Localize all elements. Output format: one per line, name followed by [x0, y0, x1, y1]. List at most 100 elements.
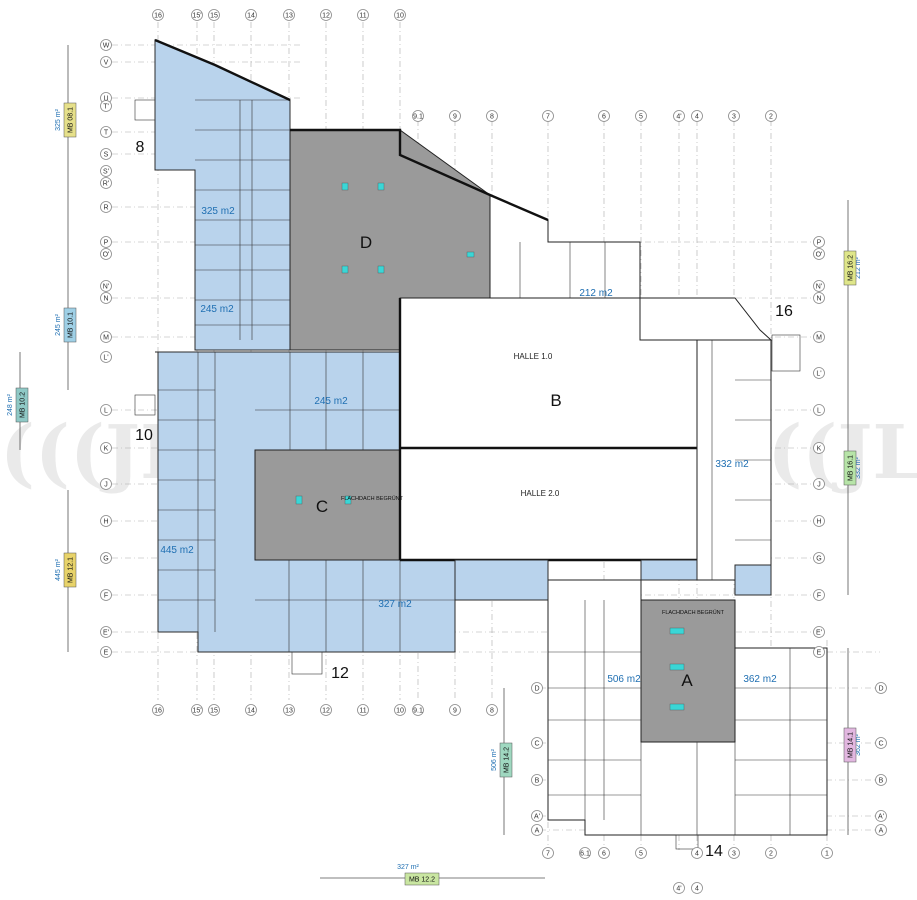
- grid-axis-label: 10: [396, 12, 404, 19]
- grid-axis-bubble: [100, 56, 112, 68]
- grid-axis-bubble: [100, 165, 112, 177]
- grid-axis-label: C: [534, 740, 539, 747]
- grid-axis-bubble: [394, 704, 406, 716]
- grid-axis-bubble: [100, 552, 112, 564]
- grid-axis-label: 1: [825, 850, 829, 857]
- grid-axis-label: G: [816, 555, 821, 562]
- grid-axis-label: 4: [695, 113, 699, 120]
- grid-axis-bubble: [100, 148, 112, 160]
- grid-axis-label: K: [817, 445, 822, 452]
- grid-axis-label: 15': [192, 12, 201, 19]
- grid-axis-label: 8: [490, 707, 494, 714]
- mb-tag: MB 12.2: [409, 877, 435, 884]
- grid-axis-label: E: [104, 649, 109, 656]
- building-left-wing: [134, 39, 549, 675]
- mb-tag: MB 10.2: [20, 392, 27, 418]
- skylights: [295, 182, 685, 711]
- grid-axis-label: N: [816, 295, 821, 302]
- entrance-10: 10: [135, 427, 153, 444]
- section-b-label: B: [550, 391, 561, 410]
- grid-axis-bubble: [598, 110, 610, 122]
- grid-axis-label: U: [103, 95, 108, 102]
- grid-axis-bubble: [813, 626, 825, 638]
- hall-2-label: HALLE 2.0: [521, 489, 560, 498]
- grid-axis-label: 2: [769, 113, 773, 120]
- grid-axis-label: T': [103, 103, 109, 110]
- grid-axis-label: 10: [396, 707, 404, 714]
- grid-axis-label: 7: [546, 850, 550, 857]
- grid-axis-bubble: [531, 824, 543, 836]
- grid-axis-bubble: [813, 404, 825, 416]
- grid-axis-bubble: [208, 9, 220, 21]
- grid-axis-bubble: [598, 847, 610, 859]
- grid-axis-bubble: [100, 39, 112, 51]
- grid-axis-bubble: [208, 704, 220, 716]
- area-label: 245 m2: [314, 396, 348, 407]
- section-a-label: A: [681, 671, 693, 690]
- grid-axis-bubble: [283, 704, 295, 716]
- grid-axis-label: J: [817, 481, 821, 488]
- grid-axis-label: P: [817, 239, 822, 246]
- grid-axis-bubble: [765, 110, 777, 122]
- grid-axis-bubble: [875, 774, 887, 786]
- grid-axis-label: L': [816, 370, 821, 377]
- grid-axis-bubble: [813, 442, 825, 454]
- grid-axis-label: 5: [639, 850, 643, 857]
- grid-axis-label: L': [103, 354, 108, 361]
- grid-axis-bubble: [100, 442, 112, 454]
- grid-axis-bubble: [357, 9, 369, 21]
- grid-axis-bubble: [728, 847, 740, 859]
- grid-axis-bubble: [875, 737, 887, 749]
- grid-axis-bubble: [100, 177, 112, 189]
- grid-axis-bubble: [531, 682, 543, 694]
- grid-axis-label: E': [816, 629, 822, 636]
- entrance-8: 8: [136, 139, 145, 156]
- dim-362: 362 m²: [855, 733, 862, 755]
- grid-axis-bubble: [821, 847, 833, 859]
- grid-axis-label: C: [878, 740, 883, 747]
- dim-506: 506 m²: [491, 748, 498, 770]
- roof-note-a: FLACHDACH BEGRÜNT: [662, 609, 725, 616]
- dim-332: 332 m²: [855, 456, 862, 478]
- grid-axis-label: H: [816, 518, 821, 525]
- area-label: 362 m2: [743, 674, 777, 685]
- grid-axis-label: R': [103, 180, 109, 187]
- grid-axis-label: E': [103, 629, 109, 636]
- mb-tag: MB 12.1: [68, 557, 75, 583]
- grid-axis-label: 13: [285, 707, 293, 714]
- grid-axis-label: N': [816, 283, 822, 290]
- dim-212: 212 m²: [855, 256, 862, 278]
- grid-axis-bubble: [813, 589, 825, 601]
- grid-axis-label: 4': [676, 113, 681, 120]
- grid-axis-bubble: [100, 646, 112, 658]
- grid-axis-bubble: [542, 110, 554, 122]
- grid-axis-label: 4': [676, 885, 681, 892]
- grid-axis-label: 5: [639, 113, 643, 120]
- grid-axis-bubble: [152, 9, 164, 21]
- grid-axis-label: 7: [546, 113, 550, 120]
- grid-axis-bubble: [191, 704, 203, 716]
- grid-axis-bubble: [100, 248, 112, 260]
- grid-axis-label: 15': [192, 707, 201, 714]
- grid-axis-bubble: [449, 704, 461, 716]
- grid-axis-bubble: [100, 351, 112, 363]
- grid-axis-bubble: [486, 704, 498, 716]
- grid-axis-label: H: [103, 518, 108, 525]
- grid-axis-label: 12: [322, 12, 330, 19]
- grid-axis-label: T: [104, 129, 109, 136]
- grid-axis-label: K: [104, 445, 109, 452]
- grid-axis-bubble: [394, 9, 406, 21]
- section-d-label: D: [360, 233, 372, 252]
- grid-axis-label: A': [534, 813, 540, 820]
- grid-axis-bubble: [152, 704, 164, 716]
- grid-axis-bubble: [412, 110, 424, 122]
- building-south-wing: [454, 559, 828, 850]
- area-label: 327 m2: [378, 599, 412, 610]
- grid-axis-bubble: [691, 110, 703, 122]
- grid-axis-label: 3: [732, 850, 736, 857]
- grid-axis-bubble: [875, 824, 887, 836]
- grid-axis-bubble: [813, 367, 825, 379]
- grid-axis-bubble: [875, 810, 887, 822]
- building-halls: [398, 194, 801, 596]
